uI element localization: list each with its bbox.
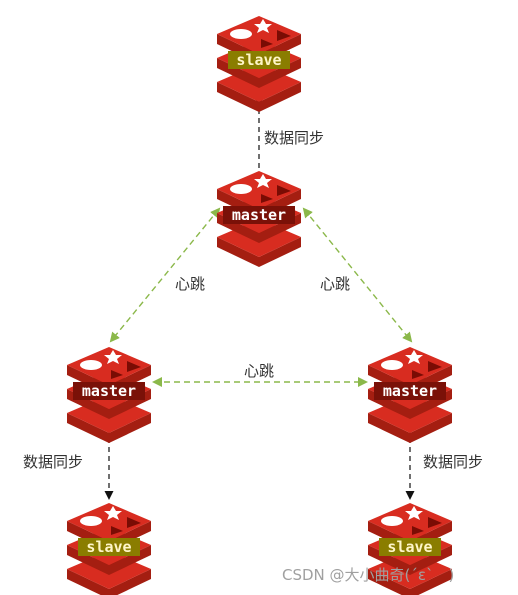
heartbeat-edge-center-right [302, 207, 413, 343]
node-bottom-right-slave: slave [368, 503, 452, 595]
heartbeat-edge-center-left [109, 207, 221, 343]
edge-label-sync-right: 数据同步 [423, 453, 483, 471]
edge-label-heartbeat-center-right: 心跳 [320, 275, 350, 293]
node-label: master [383, 382, 437, 400]
node-right-master: master [368, 347, 452, 443]
edge-label-heartbeat-left-right: 心跳 [244, 362, 274, 380]
node-label: master [82, 382, 136, 400]
edge-label-sync-left: 数据同步 [23, 453, 83, 471]
edge-label-heartbeat-center-left: 心跳 [175, 275, 205, 293]
edge-label-sync-top: 数据同步 [264, 129, 324, 147]
node-left-master: master [67, 347, 151, 443]
node-label: master [232, 206, 286, 224]
node-label: slave [86, 538, 131, 556]
node-top-slave: slave [217, 16, 301, 112]
node-label: slave [387, 538, 432, 556]
node-label: slave [236, 51, 281, 69]
node-bottom-left-slave: slave [67, 503, 151, 595]
watermark: CSDN @大小曲奇(´ε` ) [282, 566, 455, 584]
node-center-master: master [217, 171, 301, 267]
